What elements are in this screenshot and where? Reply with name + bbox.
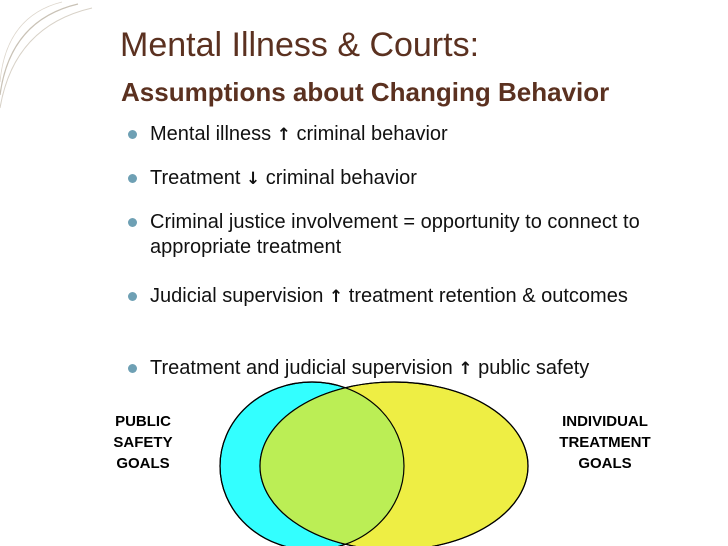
slide-title: Mental Illness & Courts: <box>120 26 480 64</box>
slide-subtitle: Assumptions about Changing Behavior <box>121 77 610 107</box>
label-line: GOALS <box>578 455 632 472</box>
bullet-text-part: criminal behavior <box>290 123 448 145</box>
bullet-text-part: Treatment <box>150 167 246 189</box>
label-line: INDIVIDUAL <box>562 413 648 430</box>
bullet-text-part: public safety <box>472 357 590 379</box>
bullet-text-part: criminal behavior <box>260 167 417 189</box>
overlap-region <box>260 382 404 546</box>
bullet-list: Mental illness ↑ criminal behavior Treat… <box>128 122 720 382</box>
public-safety-outline <box>219 381 405 546</box>
label-line: TREATMENT <box>559 434 651 451</box>
treatment-outline <box>259 381 529 546</box>
up-arrow-icon: ↑ <box>276 125 291 145</box>
bullet-text: Mental illness ↑ criminal behavior <box>150 122 710 148</box>
bullet-text: Treatment and judicial supervision ↑ pub… <box>150 356 720 382</box>
bullet-text-part: Mental illness <box>150 123 277 145</box>
corner-decoration <box>0 1 93 109</box>
down-arrow-icon: ↓ <box>245 169 261 189</box>
up-arrow-icon: ↑ <box>458 359 473 379</box>
bullet-marker-icon <box>128 130 137 139</box>
bullet-marker-icon <box>128 364 137 373</box>
individual-treatment-goals-label: INDIVIDUAL TREATMENT GOALS <box>545 411 665 474</box>
bullet-text: Criminal justice involvement = opportuni… <box>150 211 640 258</box>
bullet-marker-icon <box>128 174 137 183</box>
label-line: GOALS <box>116 455 170 472</box>
label-line: PUBLIC <box>115 413 171 430</box>
up-arrow-icon: ↑ <box>328 287 344 307</box>
bullet-text: Treatment ↓ criminal behavior <box>150 166 710 192</box>
bullet-text-part: Treatment and judicial supervision <box>150 357 459 379</box>
bullet-text: Judicial supervision ↑ treatment retenti… <box>150 284 650 310</box>
bullet-marker-icon <box>128 292 137 301</box>
bullet-text-part: treatment retention & outcomes <box>343 285 628 307</box>
bullet-text-part: Judicial supervision <box>150 285 329 307</box>
public-safety-goals-label: PUBLIC SAFETY GOALS <box>105 411 181 474</box>
bullet-marker-icon <box>128 218 137 227</box>
venn-diagram <box>219 381 529 546</box>
label-line: SAFETY <box>113 434 173 451</box>
